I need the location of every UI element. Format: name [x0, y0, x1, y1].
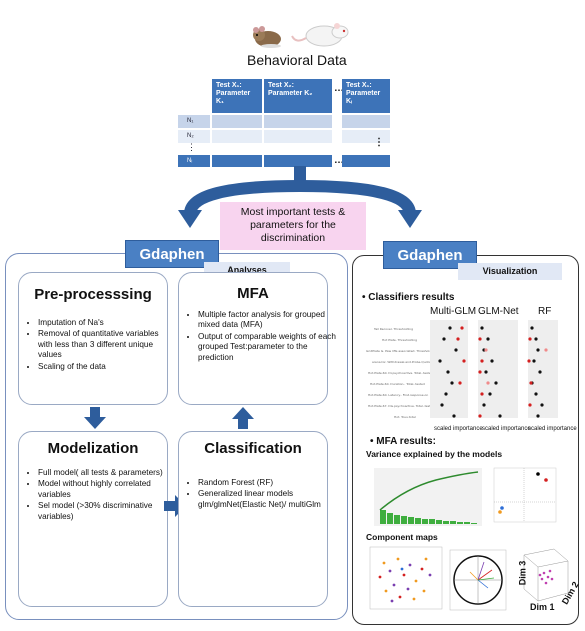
list-item: Output of comparable weights of each gro… — [198, 332, 336, 363]
split-arrow-icon — [178, 166, 422, 228]
list-item: Removal of quantitative variables with l… — [38, 329, 173, 360]
svg-text:Hot.Plate.60. Duration.. Total: Hot.Plate.60. Duration.. Total..tested — [370, 382, 425, 386]
list-item: Generalized linear models glm/glmNet(Ela… — [198, 489, 333, 510]
scaled-importance-label: scaled importance — [482, 426, 531, 432]
table-row-label: Nᵢ — [178, 155, 210, 167]
scaled-importance-label: scaled importance — [528, 426, 577, 432]
page-title: Behavioral Data — [247, 52, 347, 68]
list-item: Imputation of Na's — [38, 318, 173, 328]
variance-plot — [374, 468, 482, 526]
list-item: Scaling of the data — [38, 362, 173, 372]
svg-text:Hot.Plate.60. Di.psychoactive.: Hot.Plate.60. Di.psychoactive. Total..te… — [368, 371, 433, 375]
mfa-results-heading: • MFA results: — [370, 436, 436, 447]
important-tests-box: Most important tests & parameters for th… — [220, 202, 366, 250]
table-header-col3: Test X₁: Parameter Kᵢ — [342, 79, 390, 113]
list-item: Model without highly correlated variable… — [38, 479, 170, 500]
modelization-box — [18, 431, 168, 607]
table-ellipsis: … — [334, 83, 344, 94]
col-label-rf: RF — [538, 306, 552, 317]
table-header-col2: Test X₂: Parameter K₂ — [264, 79, 332, 113]
classification-title: Classification — [204, 440, 302, 457]
svg-text:Hot.Plate.67. Dis.psychoactive: Hot.Plate.67. Dis.psychoactive. Total..t… — [368, 404, 434, 408]
preprocessing-box — [18, 272, 168, 405]
table-row-label: ⋮ — [178, 143, 210, 153]
modelization-list: Full model( all tests & parameters) Mode… — [26, 468, 170, 523]
component-map-variables — [449, 549, 507, 611]
table-ellipsis-bottom: … — [334, 155, 344, 166]
table-header-col1: Test X₁: Parameter K₁ — [212, 79, 262, 113]
table-row-label: N₂ — [178, 130, 210, 143]
svg-text:Hot. Tous.total: Hot. Tous.total — [394, 415, 416, 419]
preprocessing-title: Pre-processsing — [34, 286, 152, 303]
list-item: Full model( all tests & parameters) — [38, 468, 170, 478]
data-table: Test X₁: Parameter K₁ Test X₂: Parameter… — [178, 79, 390, 167]
component-map-individuals — [369, 546, 443, 610]
list-item: Random Forest (RF) — [198, 478, 333, 488]
classification-list: Random Forest (RF) Generalized linear mo… — [186, 478, 333, 511]
mfa-list: Multiple factor analysis for grouped mix… — [186, 310, 336, 364]
mouse-icon — [253, 26, 281, 48]
modelization-title: Modelization — [47, 440, 139, 457]
mfa-title: MFA — [237, 285, 269, 302]
mfa-scatter-plot — [493, 467, 557, 523]
col-label-glmnet: GLM-Net — [478, 306, 519, 317]
classifiers-heading: • Classifiers results — [362, 292, 455, 303]
mfa-box — [178, 272, 328, 405]
dim3-label: Dim 3 — [517, 560, 528, 586]
scaled-importance-label: scaled importance — [434, 426, 483, 432]
list-item: Sel model (>30% discriminative variables… — [38, 501, 170, 522]
svg-text:GridPlate Is. Paw lifts associ: GridPlate Is. Paw lifts associated. Thre… — [366, 349, 436, 353]
svg-text:Tail Recover. Thresholding: Tail Recover. Thresholding — [373, 327, 413, 331]
visualization-subtag: Visualization — [458, 263, 562, 280]
col-label-multiglm: Multi-GLM — [430, 306, 477, 317]
gdaphen-tag-left: Gdaphen — [125, 240, 219, 268]
rat-icon — [291, 23, 349, 47]
table-row-label: N₁ — [178, 115, 210, 128]
component-map-3d — [523, 548, 569, 602]
variance-heading: Variance explained by the models — [366, 449, 503, 459]
svg-text:Hot.Plate.60. Latency.. First.: Hot.Plate.60. Latency.. First.response.o… — [368, 393, 428, 397]
table-vdots: ⋮ — [374, 137, 384, 148]
down-arrow-icon — [84, 407, 106, 429]
dim1-label: Dim 1 — [530, 602, 555, 612]
classification-box — [178, 431, 328, 607]
component-maps-heading: Component maps — [366, 532, 438, 542]
up-arrow-icon — [232, 407, 254, 429]
classifier-importance-plot: Tail Recover. Thresholding Hot Plate. Th… — [366, 320, 558, 419]
list-item: Multiple factor analysis for grouped mix… — [198, 310, 336, 331]
preprocessing-list: Imputation of Na's Removal of quantitati… — [26, 318, 173, 373]
svg-text:Hot Plate. Thresholding: Hot Plate. Thresholding — [382, 338, 417, 342]
svg-text:arena.tor. Withdrawal.and.Prob: arena.tor. Withdrawal.and.Probe.Quotient — [372, 360, 435, 364]
